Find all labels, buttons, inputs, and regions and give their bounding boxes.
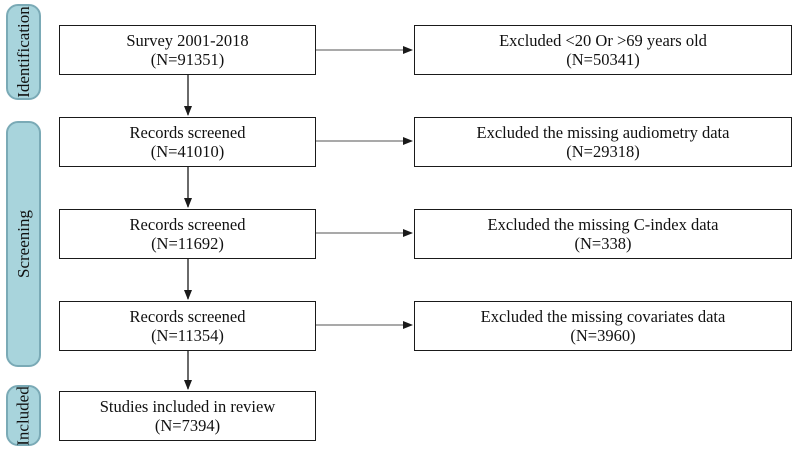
phase-label-included-text: Included (13, 385, 33, 446)
exclusion-box-age: Excluded <20 Or >69 years old (N=50341) (414, 25, 792, 75)
survey-box-count: (N=91351) (150, 50, 225, 69)
survey-box: Survey 2001-2018 (N=91351) (59, 25, 316, 75)
phase-label-screening: Screening (6, 121, 41, 367)
exclusion-age-title: Excluded <20 Or >69 years old (499, 31, 707, 50)
exclusion-covariates-title: Excluded the missing covariates data (480, 307, 726, 326)
exclusion-cindex-title: Excluded the missing C-index data (487, 215, 719, 234)
phase-label-included: Included (6, 385, 41, 446)
records-screened-1-count: (N=41010) (150, 142, 225, 161)
studies-included-count: (N=7394) (154, 416, 221, 435)
records-screened-2-count: (N=11692) (151, 234, 224, 253)
survey-box-title: Survey 2001-2018 (126, 31, 249, 50)
records-screened-1-title: Records screened (129, 123, 246, 142)
exclusion-covariates-count: (N=3960) (570, 326, 636, 345)
phase-label-identification: Identification (6, 4, 41, 100)
records-screened-box-1: Records screened (N=41010) (59, 117, 316, 167)
studies-included-box: Studies included in review (N=7394) (59, 391, 316, 441)
exclusion-audiometry-title: Excluded the missing audiometry data (476, 123, 730, 142)
records-screened-2-title: Records screened (129, 215, 246, 234)
records-screened-3-count: (N=11354) (151, 326, 224, 345)
exclusion-box-cindex: Excluded the missing C-index data (N=338… (414, 209, 792, 259)
studies-included-title: Studies included in review (99, 397, 276, 416)
records-screened-box-2: Records screened (N=11692) (59, 209, 316, 259)
exclusion-box-audiometry: Excluded the missing audiometry data (N=… (414, 117, 792, 167)
exclusion-cindex-count: (N=338) (574, 234, 632, 253)
records-screened-3-title: Records screened (129, 307, 246, 326)
exclusion-audiometry-count: (N=29318) (566, 142, 640, 161)
records-screened-box-3: Records screened (N=11354) (59, 301, 316, 351)
exclusion-box-covariates: Excluded the missing covariates data (N=… (414, 301, 792, 351)
phase-label-identification-text: Identification (13, 6, 33, 98)
phase-label-screening-text: Screening (13, 210, 33, 278)
exclusion-age-count: (N=50341) (566, 50, 640, 69)
